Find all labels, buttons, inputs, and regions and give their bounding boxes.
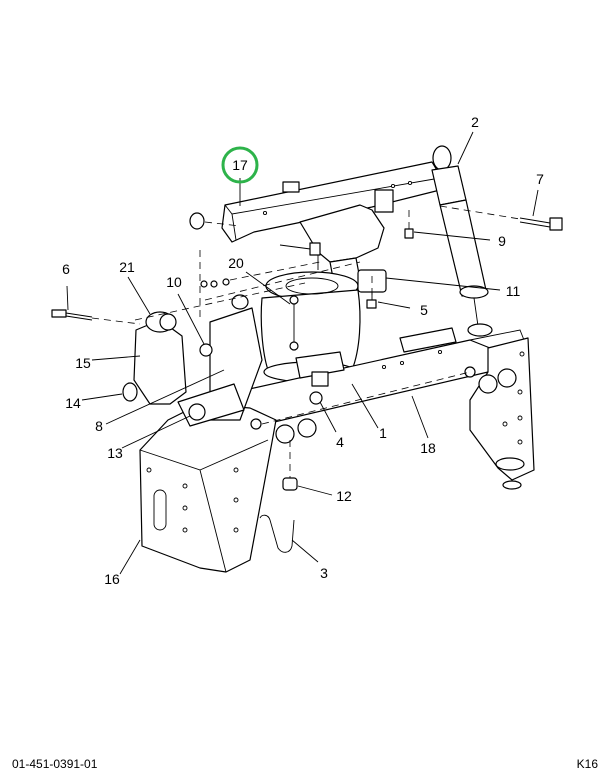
shock-absorber — [431, 145, 493, 337]
callout-8: 8 — [95, 418, 103, 434]
callout-5: 5 — [420, 302, 428, 318]
callout-18: 18 — [420, 440, 436, 456]
callout-12: 12 — [336, 488, 352, 504]
spring-hanger — [133, 294, 263, 427]
assembly-lines — [91, 205, 521, 478]
highlight-ring — [221, 146, 259, 184]
callout-6: 6 — [62, 261, 70, 277]
leader-lines — [66, 131, 539, 575]
callout-2: 2 — [471, 114, 479, 130]
front-bracket — [139, 403, 277, 573]
callout-10: 10 — [166, 274, 182, 290]
upper-crossmember — [221, 161, 441, 243]
callout-17: 17 — [232, 157, 248, 173]
callout-14: 14 — [65, 395, 81, 411]
callout-9: 9 — [498, 233, 506, 249]
page-code: K16 — [576, 757, 598, 771]
callout-labels: 1 2 3 4 5 7 8 9 10 11 12 13 14 15 16 17 … — [62, 114, 544, 587]
callout-3: 3 — [320, 565, 328, 581]
callout-15: 15 — [75, 355, 91, 371]
callout-4: 4 — [336, 434, 344, 450]
callout-7: 7 — [536, 171, 544, 187]
callout-16: 16 — [104, 571, 120, 587]
right-side-plate — [469, 337, 535, 490]
callout-20: 20 — [228, 255, 244, 271]
leveling-valve — [295, 351, 345, 405]
callout-21: 21 — [119, 259, 135, 275]
callout-1: 1 — [379, 425, 387, 441]
drawing-number: 01-451-0391-01 — [12, 757, 98, 771]
air-line — [259, 514, 295, 553]
callout-11: 11 — [506, 283, 521, 299]
callout-13: 13 — [107, 445, 123, 461]
